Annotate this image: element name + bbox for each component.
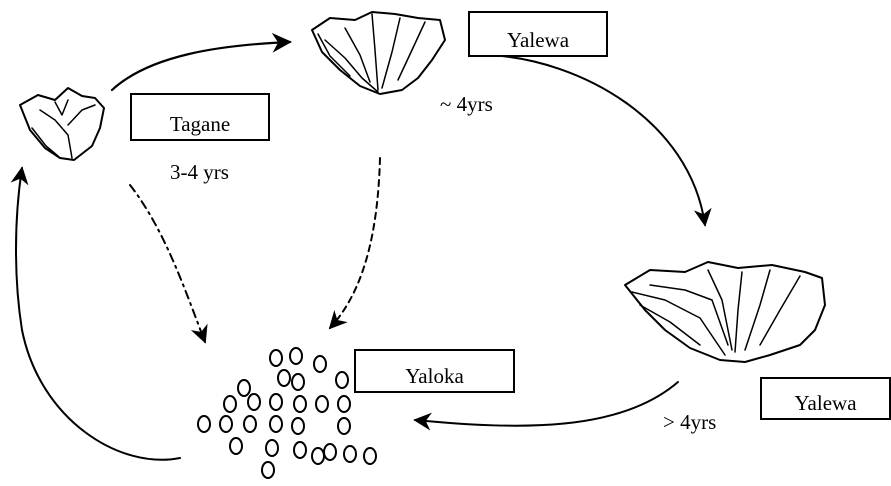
age-yalewa-medium: ~ 4yrs — [440, 92, 493, 116]
arrow-tagane-to-yaloka-dashed — [129, 184, 208, 344]
arrow-yalewa-to-yaloka-dashed — [328, 157, 381, 330]
label-tagane: Tagane — [130, 93, 270, 141]
label-yalewa-large-text: Yalewa — [794, 391, 857, 415]
small-shell-icon — [19, 87, 105, 161]
label-yaloka: Yaloka — [354, 349, 515, 393]
arrow-tagane-to-yalewa — [110, 32, 292, 92]
egg-cluster-icon — [197, 347, 377, 479]
label-yalewa-medium-text: Yalewa — [506, 28, 570, 52]
label-tagane-text: Tagane — [169, 112, 231, 136]
label-yalewa-large: Yalewa — [760, 377, 891, 420]
age-yalewa-large: > 4yrs — [663, 410, 717, 434]
arrow-yaloka-to-tagane — [10, 166, 181, 461]
arrow-yalewa-to-large-yalewa — [489, 54, 712, 227]
label-yalewa-medium: Yalewa — [468, 11, 608, 57]
label-yaloka-text: Yaloka — [405, 364, 464, 388]
large-shell-icon — [624, 261, 826, 363]
arrow-large-yalewa-to-yaloka — [413, 381, 679, 431]
age-tagane: 3-4 yrs — [170, 160, 229, 184]
medium-shell-icon — [311, 11, 446, 95]
